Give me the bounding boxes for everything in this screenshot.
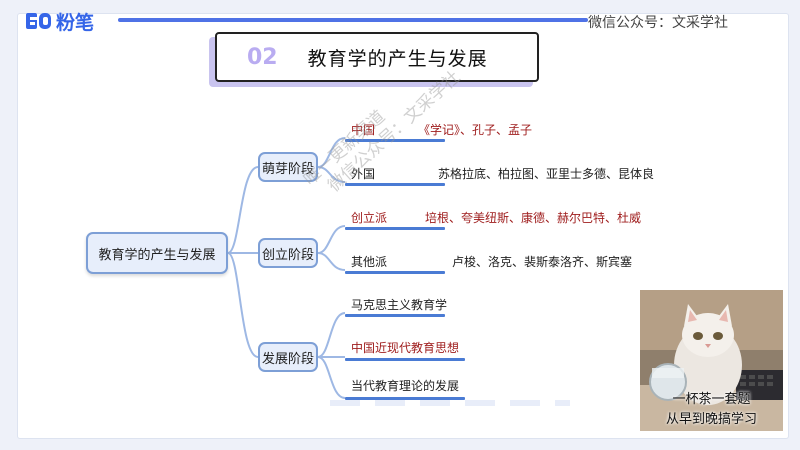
account-label: 微信公众号：文采学社 bbox=[588, 15, 728, 31]
brand-name: 粉笔 bbox=[56, 11, 95, 34]
decorative-dashes bbox=[330, 400, 570, 406]
item-foreign-value: 苏格拉底、柏拉图、亚里士多德、昆体良 bbox=[438, 167, 655, 181]
item-founding-school-value: 培根、夸美纽斯、康德、赫尔巴特、杜威 bbox=[425, 211, 642, 225]
underline-other-school bbox=[345, 271, 445, 274]
fb-logo-icon bbox=[26, 13, 51, 29]
item-marxist-pedagogy: 马克思主义教育学 bbox=[351, 298, 448, 312]
stage-development: 发展阶段 bbox=[258, 342, 318, 372]
underline-china bbox=[345, 139, 445, 142]
item-foreign-key: 外国 bbox=[351, 167, 376, 181]
item-founding-school-key: 创立派 bbox=[351, 211, 388, 225]
webcam-overlay: 一杯茶一套题 从早到晚搞学习 bbox=[640, 290, 783, 431]
header-accent-line bbox=[118, 18, 588, 22]
slide-title-number: 02 bbox=[247, 44, 278, 70]
slide-title-box: 02 教育学的产生与发展 bbox=[215, 32, 539, 82]
item-chinese-modern-thought: 中国近现代教育思想 bbox=[351, 341, 460, 355]
cat-photo bbox=[640, 290, 783, 431]
underline-foreign bbox=[345, 183, 445, 186]
slide-title-text: 教育学的产生与发展 bbox=[307, 47, 488, 70]
item-other-school-value: 卢梭、洛克、裴斯泰洛齐、斯宾塞 bbox=[452, 255, 633, 269]
item-china-value: 《学记》、孔子、孟子 bbox=[418, 123, 533, 137]
stage-budding: 萌芽阶段 bbox=[258, 152, 318, 182]
underline-marxist-pedagogy bbox=[345, 314, 445, 317]
underline-founding-school bbox=[345, 227, 445, 230]
mindmap-root: 教育学的产生与发展 bbox=[86, 232, 228, 274]
item-contemporary-theory: 当代教育理论的发展 bbox=[351, 379, 460, 393]
brand-logo: 粉笔 bbox=[26, 8, 94, 34]
item-other-school-key: 其他派 bbox=[351, 255, 388, 269]
underline-contemporary-theory bbox=[345, 397, 465, 400]
item-china-key: 中国 bbox=[351, 123, 376, 137]
webcam-caption-line-1: 一杯茶一套题 bbox=[672, 392, 751, 407]
webcam-caption-line-2: 从早到晚搞学习 bbox=[665, 412, 757, 427]
stage-founding: 创立阶段 bbox=[258, 238, 318, 268]
underline-chinese-modern-thought bbox=[345, 358, 465, 361]
